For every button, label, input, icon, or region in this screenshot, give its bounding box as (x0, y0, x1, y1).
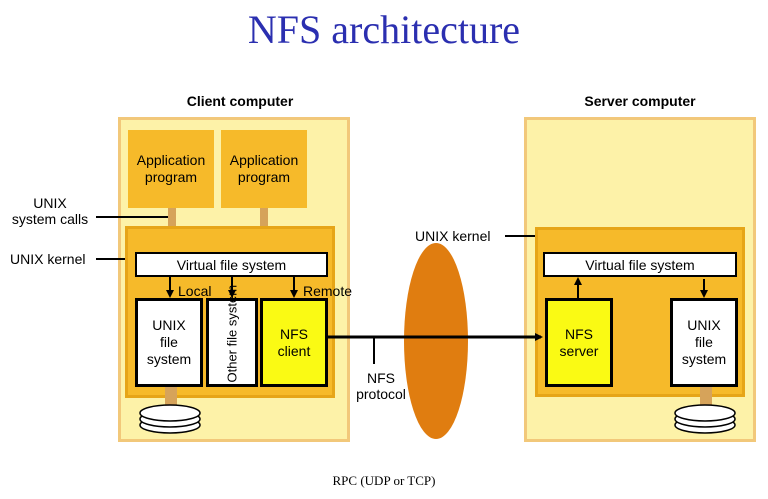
server-heading: Server computer (584, 93, 696, 109)
remote-label: Remote (303, 283, 353, 299)
unix-system-calls-label: UNIX system calls (11, 195, 89, 227)
nfs-server-label: NFS server (559, 325, 599, 359)
client-app-2-link (260, 208, 268, 228)
client-vfs-label: Virtual file system (176, 256, 287, 273)
client-app-2: Application program (221, 130, 307, 208)
client-vfs: Virtual file system (135, 252, 328, 277)
local-label: Local (178, 283, 212, 299)
server-kernel-label: UNIX kernel (415, 228, 491, 244)
server-unix-fs: UNIX file system (670, 298, 738, 387)
server-unix-fs-label: UNIX file system (681, 317, 727, 367)
diagram-title: NFS architecture (247, 7, 521, 52)
client-kernel-label: UNIX kernel (10, 251, 86, 267)
server-disk-icon (674, 387, 736, 434)
client-app-1: Application program (128, 130, 214, 208)
client-app-1-link (168, 208, 176, 228)
client-other-fs: Other file system (206, 285, 258, 387)
nfs-client-box: NFS client (260, 298, 328, 387)
client-unix-fs-label: UNIX file system (146, 317, 192, 367)
server-vfs: Virtual file system (543, 252, 737, 277)
rpc-channel-ellipse (404, 243, 468, 439)
client-unix-fs: UNIX file system (135, 298, 203, 387)
nfs-server-box: NFS server (545, 298, 613, 387)
server-vfs-label: Virtual file system (585, 256, 695, 273)
nfs-client-label: NFS client (277, 325, 311, 359)
client-disk-icon (139, 387, 201, 434)
client-heading: Client computer (186, 93, 294, 109)
client-app-1-label: Application program (136, 152, 206, 185)
nfs-protocol-label: NFS protocol (356, 370, 406, 402)
rpc-label: RPC (UDP or TCP) (332, 473, 436, 488)
client-app-2-label: Application program (229, 152, 299, 185)
